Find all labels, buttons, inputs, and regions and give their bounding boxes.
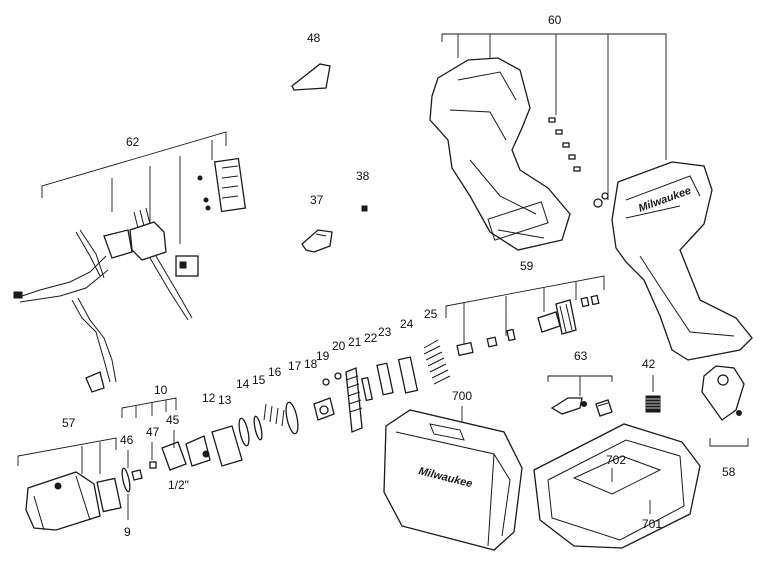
callout-42: 42	[642, 357, 656, 371]
part-62: 62	[13, 131, 247, 393]
callout-25: 25	[424, 307, 438, 321]
callout-17: 17	[288, 359, 302, 373]
callout-22: 22	[364, 331, 378, 345]
callout-9: 9	[124, 525, 131, 539]
part-58: 58	[701, 365, 749, 479]
callout-702: 702	[606, 453, 626, 467]
callout-701: 701	[642, 517, 662, 531]
callout-63: 63	[574, 349, 588, 363]
callout-62: 62	[126, 135, 140, 149]
part-38: 38	[356, 169, 370, 212]
callout-19: 19	[316, 349, 330, 363]
callout-23: 23	[378, 325, 392, 339]
part-57: 57	[17, 416, 122, 531]
callout-18: 18	[304, 357, 318, 371]
callout-38: 38	[356, 169, 370, 183]
part-48: 48	[291, 31, 331, 91]
callout-60: 60	[548, 13, 562, 27]
callout-700: 700	[452, 389, 472, 403]
drive-train: 25 24 23 22 21 20 19 18 17 16 15 14	[120, 307, 451, 539]
callout-14: 14	[236, 377, 250, 391]
callout-10: 10	[154, 383, 168, 397]
callout-13: 13	[218, 393, 232, 407]
callout-12: 12	[202, 391, 216, 405]
part-63: 63	[547, 349, 613, 417]
callout-37: 37	[310, 193, 324, 207]
callout-45: 45	[166, 413, 180, 427]
size-label-half-inch: 1/2"	[168, 478, 189, 492]
part-37: 37	[301, 193, 333, 253]
part-60: 60 Milwaukee	[429, 13, 753, 361]
callout-46: 46	[120, 433, 134, 447]
callout-24: 24	[400, 317, 414, 331]
part-42: 42	[642, 357, 661, 413]
part-701: 702 701	[533, 423, 701, 549]
callout-47: 47	[146, 425, 160, 439]
callout-59: 59	[520, 259, 534, 273]
callout-20: 20	[332, 339, 346, 353]
callout-58: 58	[722, 465, 736, 479]
callout-48: 48	[307, 31, 321, 45]
part-700: 700 Milwaukee	[383, 389, 523, 551]
callout-16: 16	[268, 365, 282, 379]
callout-57: 57	[62, 416, 76, 430]
part-59: 59	[445, 259, 605, 357]
callout-15: 15	[252, 373, 266, 387]
callout-21: 21	[348, 335, 362, 349]
